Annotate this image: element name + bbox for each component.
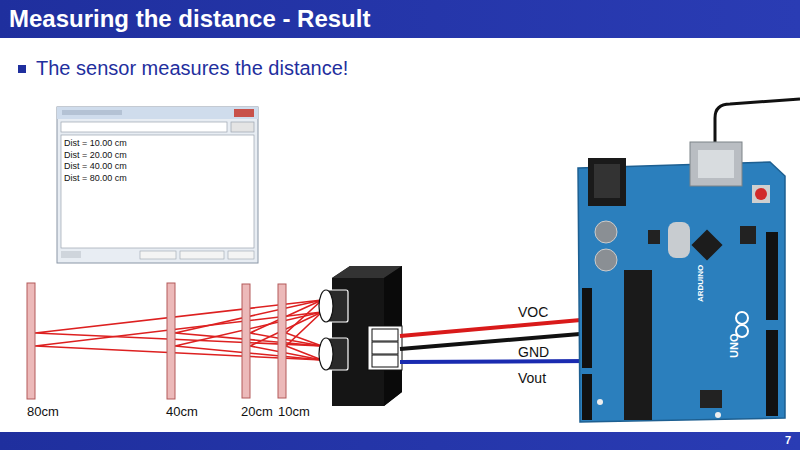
slide-title: Measuring the distance - Result: [9, 5, 370, 33]
bullet-text: The sensor measures the distance!: [36, 57, 348, 80]
serial-monitor-window: [57, 107, 258, 263]
serial-output-line: Dist = 40.00 cm: [64, 161, 127, 171]
distance-sensor: [319, 266, 402, 406]
signal-label: GND: [518, 344, 549, 360]
wires: [400, 319, 592, 362]
board-logo-text: UNO: [728, 334, 741, 358]
usb-cable: [715, 99, 800, 142]
vout-wire: [400, 361, 592, 362]
title-bar: [0, 0, 800, 38]
serial-output-line: Dist = 20.00 cm: [64, 150, 127, 160]
distance-label: 10cm: [278, 405, 310, 420]
ir-ray: [286, 312, 322, 360]
serial-monitor-output: Dist = 10.00 cm Dist = 20.00 cmDist = 40.…: [61, 135, 254, 248]
distance-label: 80cm: [27, 405, 59, 420]
footer-bar: [0, 432, 800, 450]
serial-output-line: Dist = 80.00 cm: [64, 173, 127, 183]
signal-label: Vout: [518, 370, 546, 386]
arduino-uno: ARDUINO UNO: [578, 162, 785, 422]
reflector-plates: [27, 283, 286, 399]
bullet: [18, 65, 26, 73]
board-logo-text: ARDUINO: [696, 265, 705, 302]
distance-label: 20cm: [241, 405, 273, 420]
serial-output-line: Dist = 10.00 cm: [64, 138, 127, 148]
ir-ray: [286, 300, 322, 346]
gnd-wire: [400, 333, 592, 349]
signal-label: VOC: [518, 304, 548, 320]
arduino-board: [578, 142, 785, 422]
distance-label: 40cm: [166, 405, 198, 420]
page-number: 7: [785, 434, 791, 447]
